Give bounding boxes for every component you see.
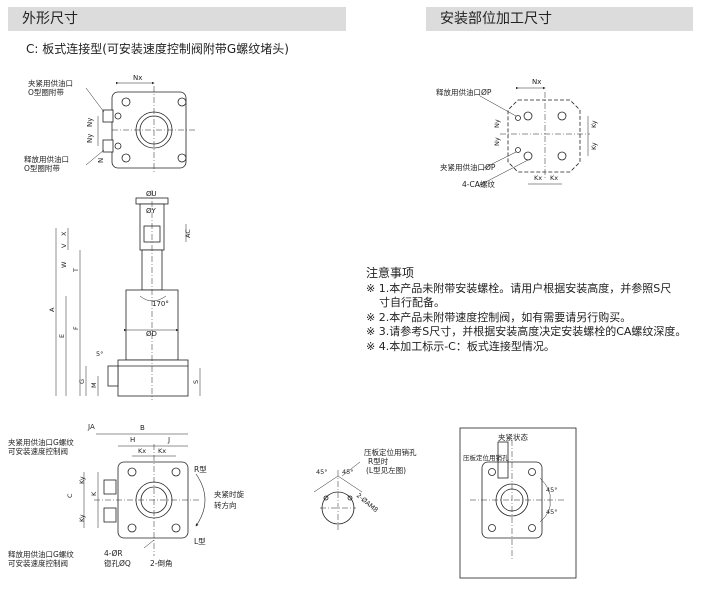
side-dim-x: X <box>60 231 68 236</box>
bottom-dim-c: C <box>66 493 74 498</box>
top-dim-nx: Nx <box>133 74 142 82</box>
side-dim-y: ØY <box>146 207 157 215</box>
note-4: ※ 4.本加工标示-C：板式连接型情况。 <box>366 339 555 353</box>
notes-title: 注意事项 <box>366 266 415 280</box>
top-dim-n: N <box>97 158 105 163</box>
side-dim-v: V <box>60 243 68 248</box>
clamp-title: 夹紧状态 <box>498 432 528 442</box>
bottom-dim-r: R型 <box>194 465 207 474</box>
bottom-dim-kx1: Kx <box>138 447 146 455</box>
bottom-label-release-g: 释放用供油口G螺纹 <box>8 549 74 559</box>
mount-label-ca: 4-CA螺纹 <box>462 179 495 189</box>
note-1: ※ 1.本产品未附带安装螺栓。请用户根据安装高度，并参照S尺 <box>366 281 672 295</box>
pin-label-3: (L型见左图) <box>366 465 406 475</box>
mount-dim-ny2: Ny <box>493 137 501 146</box>
side-dim-angle: 170° <box>152 300 169 308</box>
top-view-drawing <box>85 81 196 174</box>
mount-dim-ky1: Ky <box>590 120 598 128</box>
mount-label-clamp: 夹紧用供油口ØP <box>440 162 496 172</box>
clamp-dim-45a: 45° <box>546 486 558 494</box>
bottom-dim-ky2: Ky <box>78 514 86 522</box>
clamp-label: 压板定位用销孔 <box>463 453 509 462</box>
clamp-state-drawing <box>459 427 577 579</box>
mount-label-release: 释放用供油口ØP <box>436 87 492 97</box>
top-dim-ny1: Ny <box>86 118 94 127</box>
note-3: ※ 3.请参考S尺寸，并根据安装高度决定安装螺栓的CA螺纹深度。 <box>366 325 687 339</box>
top-label-release-oring: O型圈附带 <box>24 164 60 173</box>
clamp-dim-45b: 45° <box>546 508 558 516</box>
mount-dim-nx: Nx <box>532 78 541 86</box>
top-label-release-oil: 释放用供油口 <box>24 154 69 164</box>
bottom-label-clamp-g: 夹紧用供油口G螺纹 <box>8 437 74 447</box>
bottom-dim-hole2: 锪孔ØQ <box>104 558 131 568</box>
pin-dim-45b: 45° <box>342 468 354 476</box>
side-dim-w: W <box>60 261 68 268</box>
side-dim-small-angle: 5° <box>96 350 103 358</box>
bottom-turn-1: 夹紧时旋 <box>214 489 244 499</box>
bottom-dim-ky1: Ky <box>78 476 86 484</box>
side-dim-d: ØD <box>146 330 157 338</box>
pin-label-2: R型时 <box>368 456 389 466</box>
side-dim-u: ØU <box>146 190 157 198</box>
bottom-dim-l: L型 <box>194 537 206 546</box>
bottom-dim-hole: 4-ØR <box>104 549 123 558</box>
side-view-drawing <box>55 190 201 400</box>
note-2: ※ 2.本产品未附带速度控制阀，如有需要请另行购买。 <box>366 310 632 324</box>
side-dim-g: G <box>78 379 86 384</box>
side-dim-ac: AC <box>184 229 192 238</box>
mount-dim-ny1: Ny <box>493 119 501 128</box>
pin-dim-hole: 2-ØAM8 <box>355 491 380 514</box>
bottom-dim-b: B <box>140 424 145 432</box>
side-dim-e: E <box>58 334 66 338</box>
notes-block: 注意事项 ※ 1.本产品未附带安装螺栓。请用户根据安装高度，并参照S尺 寸自行配… <box>366 266 686 355</box>
bottom-label-speed-1: 可安装速度控制阀 <box>8 446 68 456</box>
mounting-drawing <box>477 86 590 187</box>
top-label-clamp-oring: O型圈附带 <box>28 88 64 97</box>
note-1-cont: 寸自行配备。 <box>379 296 445 310</box>
bottom-view-drawing <box>83 433 206 556</box>
side-dim-s: S <box>192 380 200 384</box>
pin-hole-drawing <box>313 461 363 530</box>
section-header-mounting: 安装部位加工尺寸 <box>426 7 693 31</box>
bottom-dim-j: J <box>167 436 170 444</box>
side-dim-f: F <box>72 326 80 330</box>
section-header-dimensions: 外形尺寸 <box>8 7 346 31</box>
bottom-dim-ja: JA <box>87 423 95 431</box>
side-dim-a: A <box>48 307 56 312</box>
bottom-dim-k: K <box>90 491 98 496</box>
bottom-dim-chamfer: 2-倒角 <box>150 558 172 568</box>
top-label-clamp-oil: 夹紧用供油口 <box>28 78 73 88</box>
model-subtitle: C: 板式连接型(可安装速度控制阀附带G螺纹堵头) <box>26 42 289 56</box>
bottom-dim-h: H <box>130 436 135 444</box>
bottom-dim-kx2: Kx <box>158 447 166 455</box>
mount-dim-kx1: Kx <box>534 174 542 182</box>
bottom-label-speed-2: 可安装速度控制阀 <box>8 558 68 568</box>
pin-label-1: 压板定位用销孔 <box>364 447 417 457</box>
side-dim-m: M <box>90 382 98 388</box>
mount-dim-ky2: Ky <box>590 142 598 150</box>
mount-dim-kx2: Kx <box>550 174 558 182</box>
pin-dim-45a: 45° <box>316 468 328 476</box>
section-header-mounting-text: 安装部位加工尺寸 <box>440 11 552 27</box>
section-header-dimensions-text: 外形尺寸 <box>22 11 78 27</box>
side-dim-t: T <box>72 268 80 273</box>
top-dim-ny2: Ny <box>86 134 94 143</box>
bottom-turn-2: 转方向 <box>214 500 237 510</box>
